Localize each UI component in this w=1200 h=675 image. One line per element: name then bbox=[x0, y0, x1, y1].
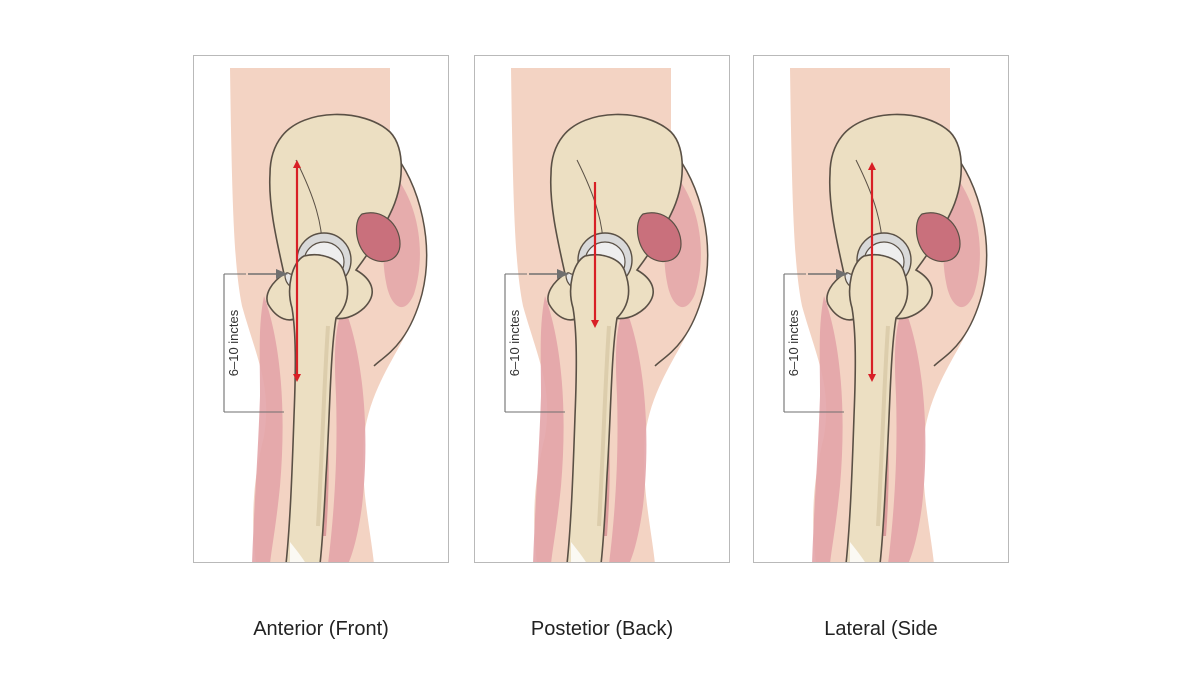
caption-anterior: Anterior (Front) bbox=[193, 618, 449, 641]
measure-label: 6–10 inctes bbox=[507, 309, 522, 376]
caption-lateral: Lateral (Side bbox=[753, 618, 1009, 641]
caption-posterior: Postetior (Back) bbox=[474, 618, 730, 641]
measure-label: 6–10 inctes bbox=[226, 309, 241, 376]
anterior-panel: 6–10 inctes bbox=[193, 55, 449, 563]
posterior-panel: 6–10 inctes bbox=[474, 55, 730, 563]
measure-label: 6–10 inctes bbox=[786, 309, 801, 376]
lateral-panel: 6–10 inctes bbox=[753, 55, 1009, 563]
